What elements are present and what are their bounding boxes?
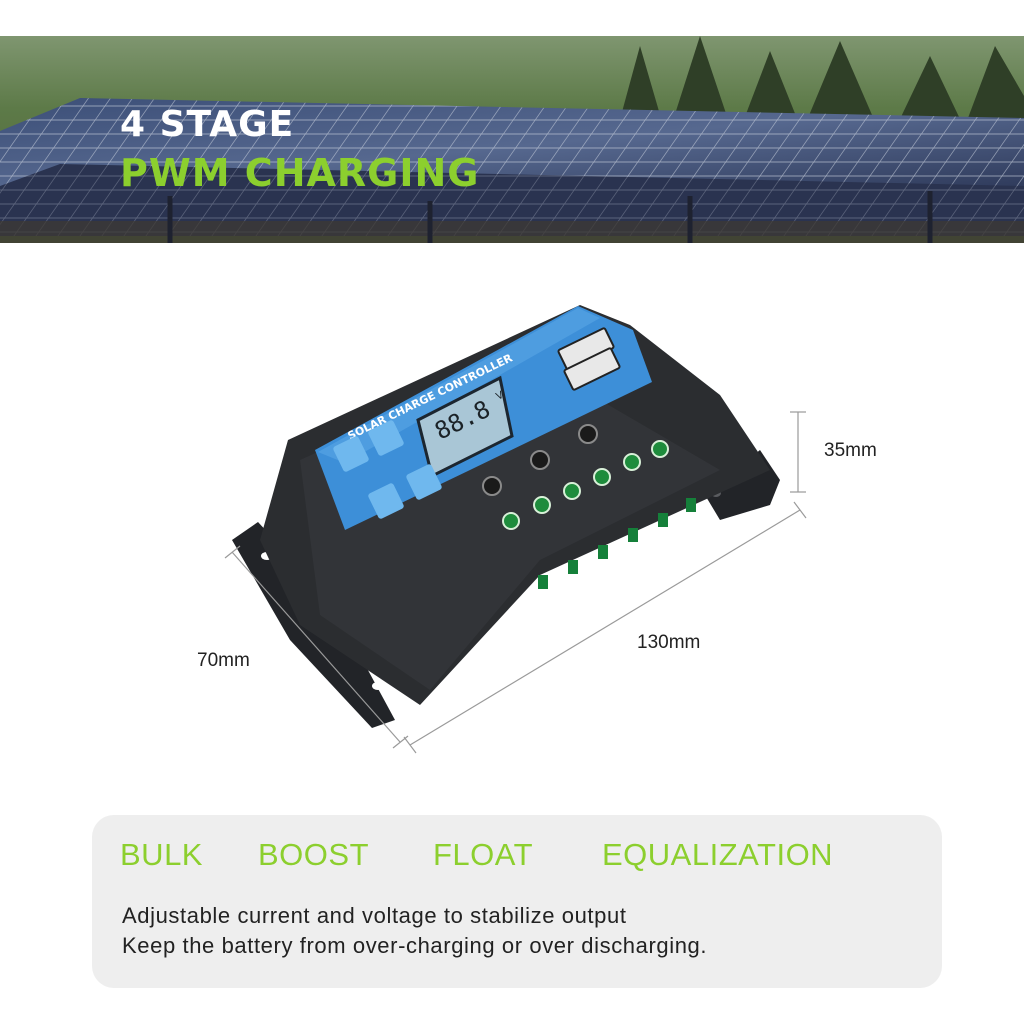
description-line-2: Keep the battery from over-charging or o… — [122, 933, 708, 958]
lock-icon — [406, 464, 442, 500]
terminal-slot — [568, 560, 578, 574]
terminal-slot — [658, 513, 668, 527]
description-line-1: Adjustable current and voltage to stabil… — [122, 903, 627, 928]
stage-equalization: EQUALIZATION — [602, 837, 834, 872]
mount-hole-bottom — [372, 682, 384, 690]
terminal-slot — [628, 528, 638, 542]
lcd-unit: V — [494, 390, 505, 403]
lcd-screen — [416, 375, 514, 479]
down-button — [530, 450, 550, 470]
terminal-slot — [686, 498, 696, 512]
charging-stages-panel: BULK BOOST FLOAT EQUALIZATION Adjustable… — [92, 815, 942, 988]
stage-bulk: BULK — [120, 837, 203, 872]
mcu-chip-icon — [333, 436, 369, 472]
terminal-slot — [598, 545, 608, 559]
usb-port-2 — [563, 347, 621, 391]
up-button — [578, 424, 598, 444]
terminal-slot — [538, 575, 548, 589]
width-dimension-label: 70mm — [197, 650, 250, 671]
banner-title: 4 STAGE — [120, 104, 295, 145]
menu-button — [482, 476, 502, 496]
terminal-screw — [563, 482, 581, 500]
height-dimension-label: 35mm — [824, 440, 877, 461]
solar-banner: 4 STAGE PWM CHARGING — [0, 36, 1024, 243]
terminal-screw — [533, 496, 551, 514]
terminal-screw — [502, 512, 520, 530]
clock-icon — [368, 483, 404, 519]
terminal-screw — [623, 453, 641, 471]
terminal-screw — [593, 468, 611, 486]
gear-icon — [368, 420, 404, 456]
charge-controller-illustration: 88.8 V SOLAR CHARGE CONTROLLER — [224, 305, 807, 754]
stage-float: FLOAT — [433, 837, 534, 872]
terminal-screw — [651, 440, 669, 458]
banner-subtitle: PWM CHARGING — [120, 151, 480, 195]
solar-panel-field-illustration — [0, 36, 1024, 243]
stage-boost: BOOST — [258, 837, 370, 872]
stage-list: BULK BOOST FLOAT EQUALIZATION — [120, 837, 940, 877]
dimension-lines — [224, 411, 807, 754]
length-dimension-label: 130mm — [637, 632, 701, 653]
